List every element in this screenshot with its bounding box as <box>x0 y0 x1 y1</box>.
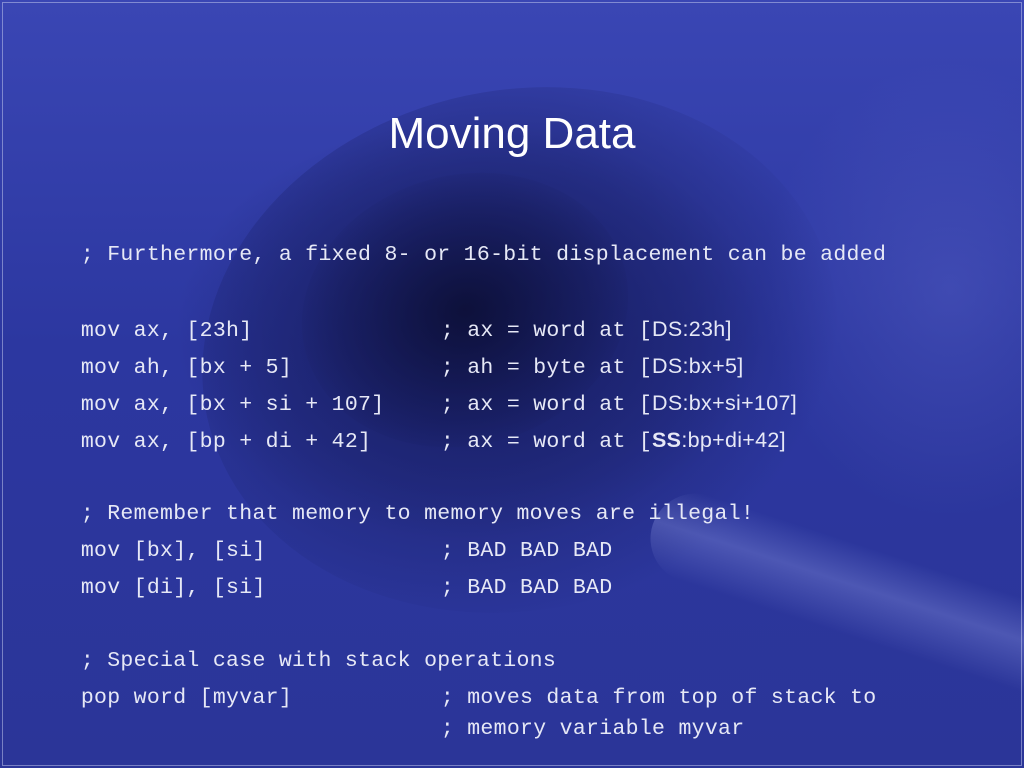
code-line: ; memory variable myvar <box>28 690 744 768</box>
comment: ; memory variable myvar <box>440 717 745 741</box>
segment-highlight: SS <box>652 428 682 452</box>
slide-title: Moving Data <box>388 109 636 158</box>
code-line: mov ax, [bp + di + 42] ; ax = word at [SS… <box>28 401 786 481</box>
comment: ; BAD BAD BAD <box>440 576 613 600</box>
comment: ; ah = byte at [DS:bx+5] <box>441 353 744 381</box>
instruction: pop word [myvar] <box>80 686 293 710</box>
comment-tail: DS:bx+5] <box>652 354 744 378</box>
code-line: mov ax, [23h] ; ax = word at [DS:23h] <box>28 290 732 370</box>
comment-prefix: ; ah = byte at [ <box>440 356 653 380</box>
comment-text: ; Remember that memory to memory moves a… <box>80 502 755 526</box>
instruction: mov ax, [23h] <box>80 319 253 343</box>
comment-prefix: ; ax = word at [ <box>440 319 653 343</box>
comment-line-stack: ; Special case with stack operations <box>28 622 556 700</box>
comment-tail: DS:bx+si+107] <box>652 391 797 415</box>
comment-text: ; Special case with stack operations <box>80 649 557 673</box>
code-line: pop word [myvar] ; moves data from top of… <box>28 659 876 737</box>
comment-prefix: ; ax = word at [ <box>440 430 653 454</box>
comment-tail: DS:23h] <box>652 317 732 341</box>
comment-text: ; Furthermore, a fixed 8- or 16-bit disp… <box>80 243 887 267</box>
code-line: mov [bx], [si] ; BAD BAD BAD <box>28 512 612 590</box>
code-line: mov ax, [bx + si + 107] ; ax = word at [D… <box>28 364 797 444</box>
comment-line-displacement: ; Furthermore, a fixed 8- or 16-bit disp… <box>28 216 886 294</box>
comment-tail: :bp+di+42] <box>681 428 786 452</box>
comment: ; moves data from top of stack to <box>440 686 877 710</box>
instruction: mov ax, [bp + di + 42] <box>80 430 372 454</box>
comment-prefix: ; ax = word at [ <box>440 393 653 417</box>
instruction: mov ah, [bx + 5] <box>80 356 293 380</box>
comment: ; ax = word at [DS:23h] <box>441 316 732 344</box>
code-line: mov ah, [bx + 5] ; ah = byte at [DS:bx+5] <box>28 327 743 407</box>
comment-line-illegal: ; Remember that memory to memory moves a… <box>28 475 754 553</box>
instruction: mov [bx], [si] <box>80 539 266 563</box>
code-line: mov [di], [si] ; BAD BAD BAD <box>28 549 612 627</box>
comment: ; BAD BAD BAD <box>440 539 613 563</box>
comment: ; ax = word at [SS:bp+di+42] <box>441 427 786 455</box>
instruction: mov ax, [bx + si + 107] <box>80 393 385 417</box>
comment: ; ax = word at [DS:bx+si+107] <box>441 390 797 418</box>
instruction: mov [di], [si] <box>80 576 266 600</box>
